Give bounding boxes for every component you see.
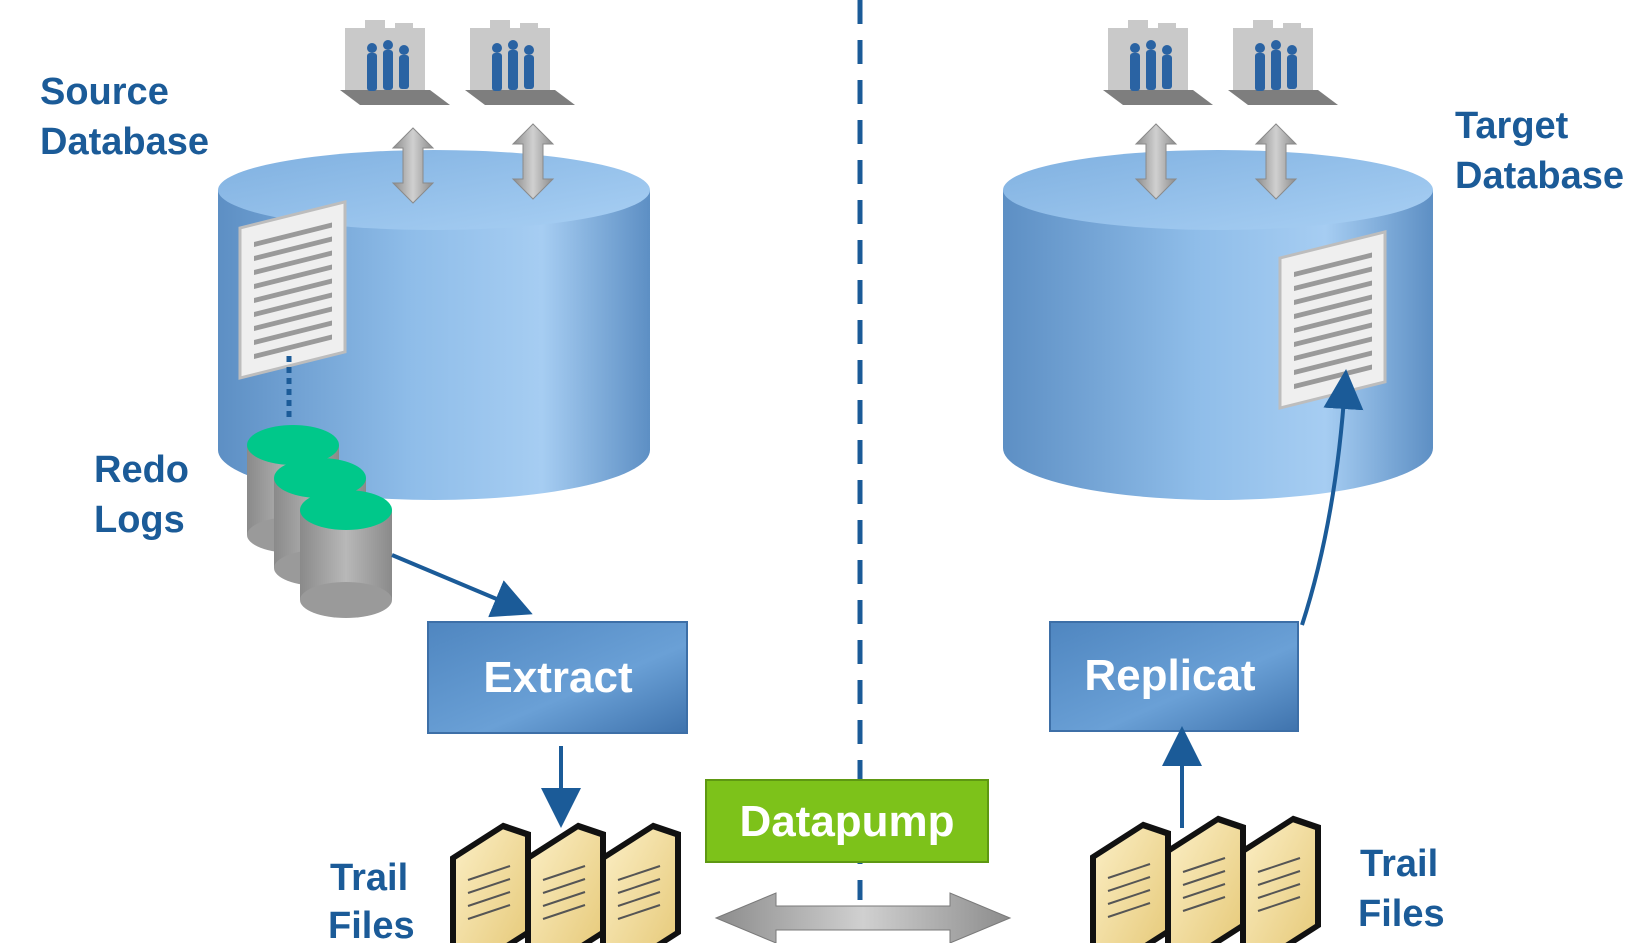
trail-file-icon bbox=[450, 822, 531, 943]
source-trail-label-line1: Trail bbox=[330, 857, 408, 899]
datapump-label: Datapump bbox=[739, 797, 954, 846]
document-icon bbox=[238, 199, 347, 380]
target-trail-label-line1: Trail bbox=[1360, 843, 1438, 885]
datapump-double-arrow-icon bbox=[714, 892, 1012, 943]
users-building-icon bbox=[465, 20, 575, 105]
trail-file-lines bbox=[1107, 857, 1301, 918]
extract-process-box[interactable]: Extract bbox=[427, 621, 688, 734]
disk-stack-icon bbox=[247, 425, 392, 618]
users-building-icon bbox=[340, 20, 450, 105]
users-building-icon bbox=[1103, 20, 1213, 105]
double-arrow-icon bbox=[1134, 123, 1178, 200]
trail-file-lines bbox=[467, 865, 661, 920]
double-arrow-icon bbox=[391, 127, 435, 204]
target-trail-label-line2: Files bbox=[1358, 893, 1445, 935]
redo-logs-label-line2: Logs bbox=[94, 499, 185, 541]
datapump-process-box[interactable]: Datapump bbox=[705, 779, 989, 863]
extract-label: Extract bbox=[483, 653, 633, 702]
replicat-process-box[interactable]: Replicat bbox=[1049, 621, 1299, 732]
target-database-label-line2: Database bbox=[1455, 155, 1624, 197]
target-database-label-line1: Target bbox=[1455, 105, 1569, 147]
trail-file-icon bbox=[600, 822, 681, 943]
replicat-label: Replicat bbox=[1084, 651, 1256, 700]
source-database-label-line1: Source bbox=[40, 71, 169, 113]
trail-file-icon bbox=[525, 822, 606, 943]
source-trail-label-line2: Files bbox=[328, 905, 415, 943]
redo-to-extract-arrow bbox=[391, 553, 533, 618]
source-database-label-line2: Database bbox=[40, 121, 209, 163]
redo-logs-label-line1: Redo bbox=[94, 449, 189, 491]
document-icon bbox=[1278, 229, 1387, 410]
trail-file-icon bbox=[1165, 815, 1246, 943]
users-building-icon bbox=[1228, 20, 1338, 105]
trail-file-icon bbox=[1240, 815, 1321, 943]
trail-file-icon bbox=[1090, 821, 1171, 943]
replicat-to-target-arrow bbox=[1300, 369, 1364, 626]
double-arrow-icon bbox=[1254, 123, 1298, 200]
double-arrow-icon bbox=[511, 123, 555, 200]
